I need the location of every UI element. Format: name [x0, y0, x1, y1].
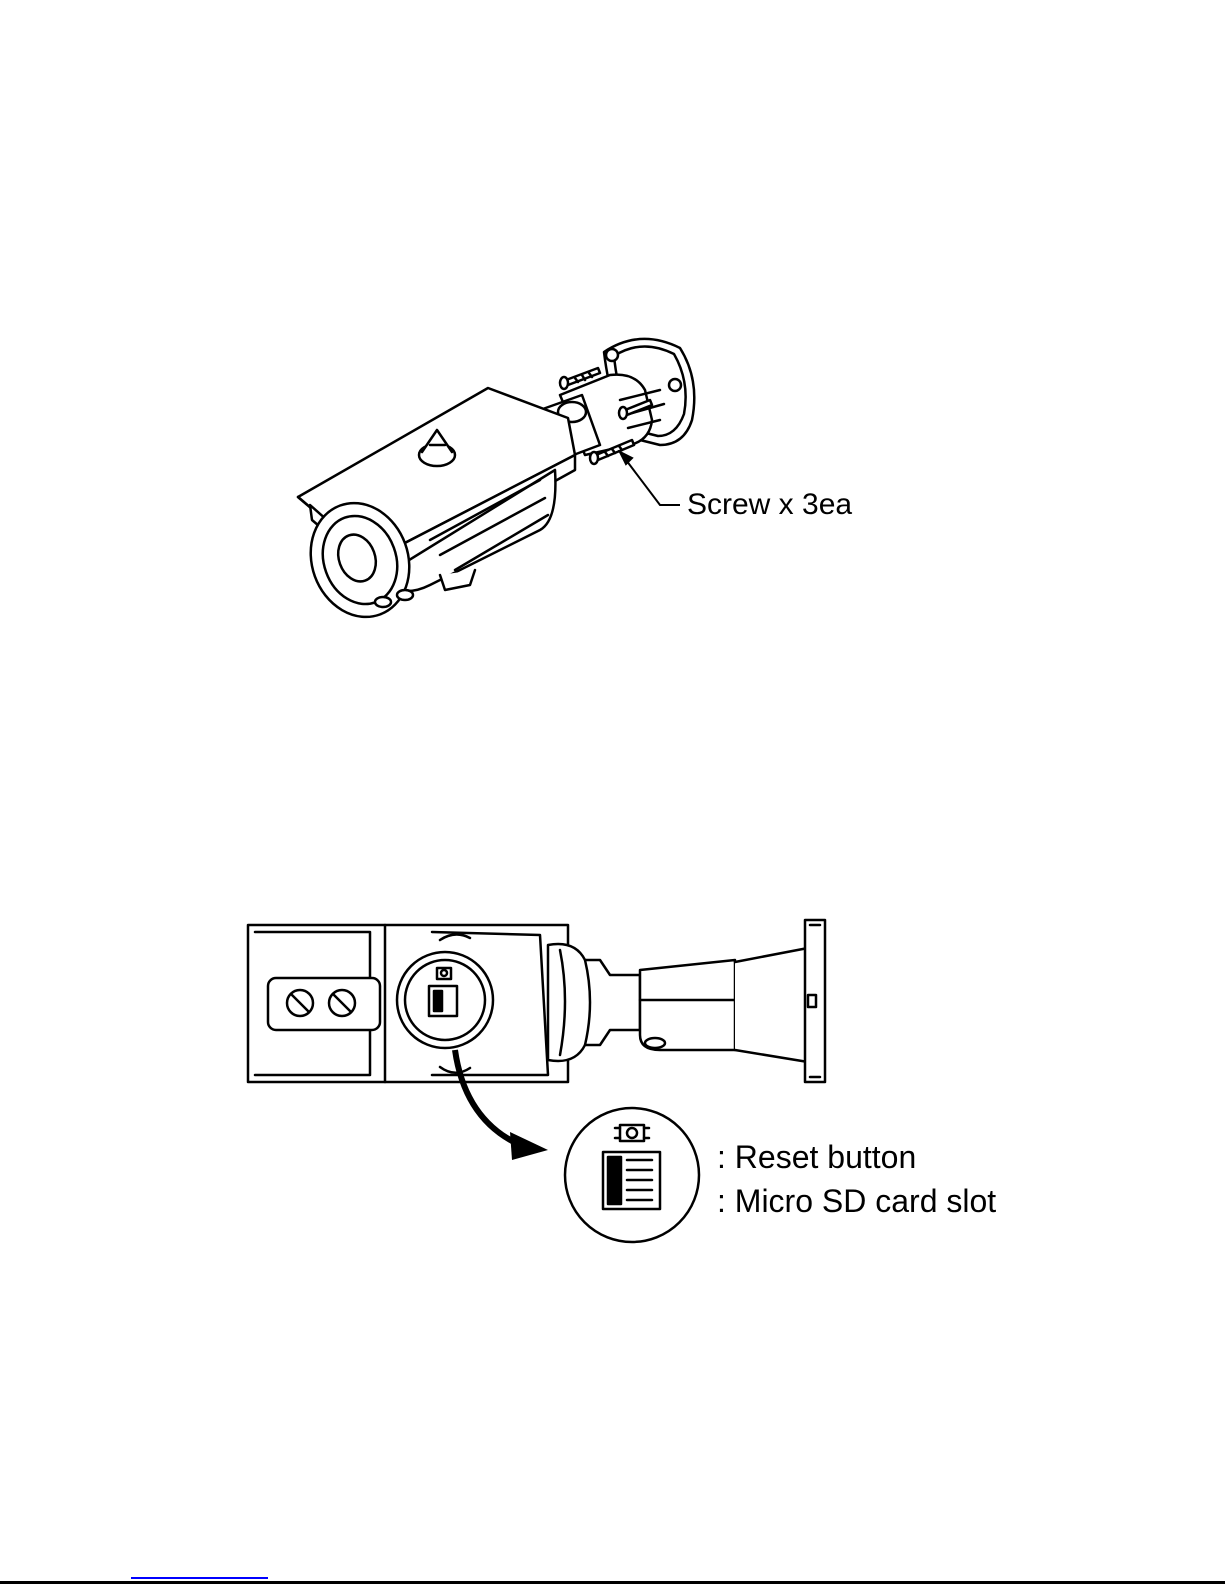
- camera-mount-illustration: [0, 0, 1225, 700]
- magnified-inset: [565, 1108, 699, 1242]
- micro-sd-slot-callout-label: : Micro SD card slot: [717, 1185, 996, 1217]
- bracket-arm: [548, 944, 808, 1062]
- curved-arrow: [455, 1050, 548, 1160]
- reset-button-callout-label: : Reset button: [717, 1141, 916, 1173]
- wall-plate-side: [805, 920, 825, 1082]
- micro-sd-slot-icon: [603, 1152, 660, 1209]
- screw-callout-label: Screw x 3ea: [687, 490, 852, 520]
- footer-link-underline: [131, 1577, 268, 1579]
- reset-button-icon: [615, 1125, 649, 1141]
- footer-rule: [0, 1581, 1225, 1584]
- access-cover: [397, 952, 493, 1048]
- camera-body-side: [248, 925, 568, 1082]
- screw-leader-line: [620, 452, 680, 505]
